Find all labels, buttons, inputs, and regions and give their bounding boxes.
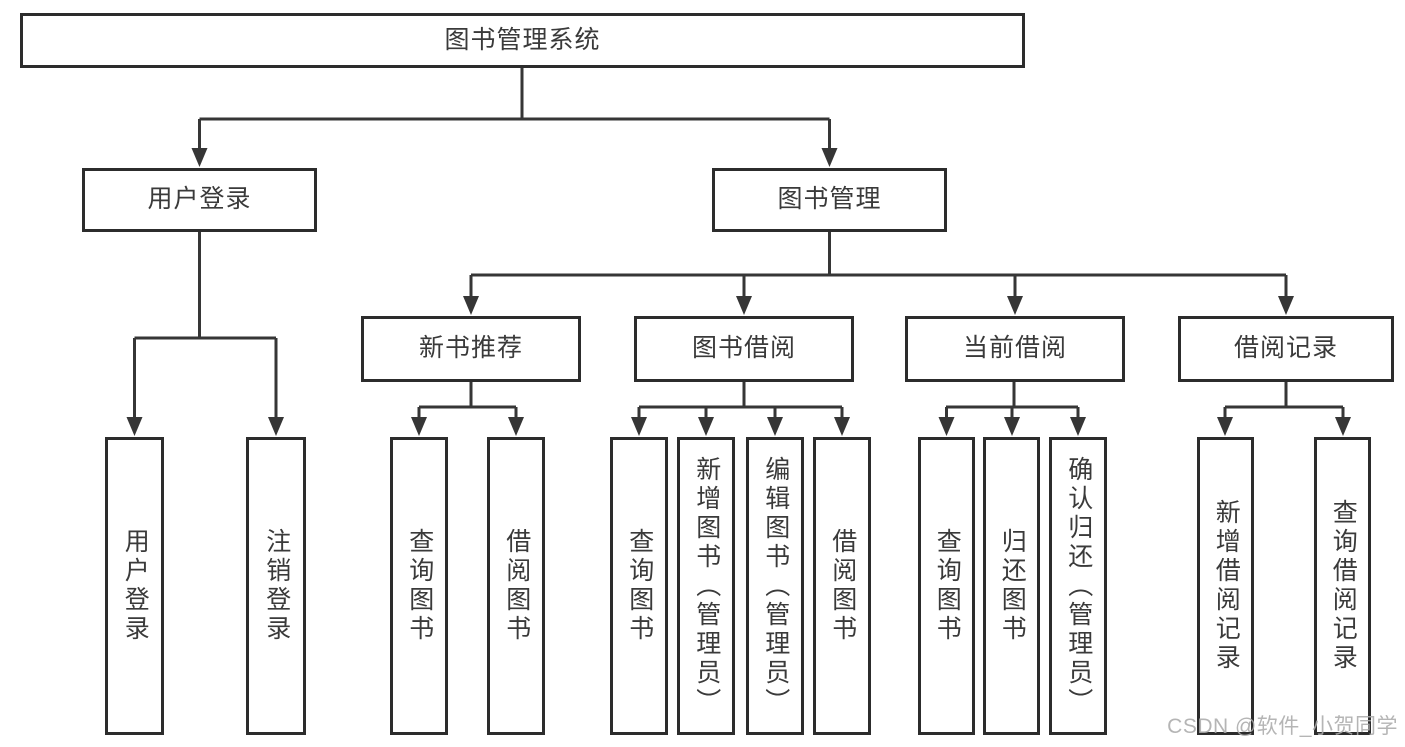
arrow-head [736,296,752,315]
tree-leaf-logout: 注销登录 [246,437,306,735]
tree-node-current-borrow: 当前借阅 [905,316,1125,382]
arrow-head [821,148,838,167]
node-label: 借阅图书 [502,528,531,644]
arrow-head [268,417,284,436]
node-label: 用户登录 [147,185,252,214]
node-label: 图书管理系统 [444,25,601,54]
tree-node-book-borrow: 图书借阅 [634,316,854,382]
arrow-head [463,296,479,315]
tree-leaf-query-books-3: 查询图书 [918,437,975,735]
tree-leaf-user-login: 用户登录 [105,437,164,735]
arrow-head [1278,296,1294,315]
arrow-head [1217,417,1233,436]
tree-leaf-confirm-return-admin: 确认归还（管理员） [1049,437,1107,735]
tree-leaf-add-borrow-record: 新增借阅记录 [1197,437,1254,735]
arrow-head [767,417,783,436]
node-label: 借阅记录 [1233,334,1338,363]
tree-leaf-query-books-1: 查询图书 [390,437,448,735]
node-label: 查询图书 [625,528,654,644]
node-label: 新书推荐 [418,334,523,363]
arrow-head [698,417,714,436]
arrow-head [938,417,955,436]
node-label: 图书管理 [777,185,882,214]
tree-leaf-borrow-books-2: 借阅图书 [813,437,871,735]
arrow-head [191,148,208,167]
arrow-head [1007,296,1023,315]
tree-leaf-query-books-2: 查询图书 [610,437,668,735]
node-label: 当前借阅 [962,334,1067,363]
tree-leaf-borrow-books-1: 借阅图书 [487,437,545,735]
node-label: 借阅图书 [828,528,857,644]
tree-node-borrow-records: 借阅记录 [1178,316,1394,382]
tree-leaf-edit-books-admin: 编辑图书（管理员） [746,437,804,735]
tree-leaf-return-books: 归还图书 [983,437,1040,735]
node-label: 归还图书 [998,528,1027,644]
tree-node-new-book-recommend: 新书推荐 [361,316,581,382]
arrow-head [508,417,524,436]
arrow-head [411,417,427,436]
node-label: 查询借阅记录 [1329,499,1358,673]
watermark-text: CSDN @软件_小贺同学 [1167,715,1398,738]
node-label: 用户登录 [121,528,150,644]
node-label: 查询图书 [933,528,962,644]
node-label: 图书借阅 [691,334,796,363]
node-label: 查询图书 [405,528,434,644]
arrow-head [631,417,647,436]
tree-node-user-login: 用户登录 [82,168,317,232]
node-label: 注销登录 [262,528,291,644]
arrow-head [126,417,143,436]
node-label: 新增借阅记录 [1212,499,1241,673]
tree-node-book-management: 图书管理 [712,168,947,232]
arrow-head [834,417,850,436]
arrow-head [1004,417,1020,436]
arrow-head [1070,417,1086,436]
tree-leaf-add-books-admin: 新增图书（管理员） [677,437,735,735]
tree-node-root: 图书管理系统 [20,13,1025,68]
node-label: 编辑图书（管理员） [761,455,790,717]
arrow-head [1335,417,1351,436]
tree-leaf-query-borrow-record: 查询借阅记录 [1314,437,1371,735]
node-label: 确认归还（管理员） [1064,455,1093,717]
node-label: 新增图书（管理员） [692,455,721,717]
